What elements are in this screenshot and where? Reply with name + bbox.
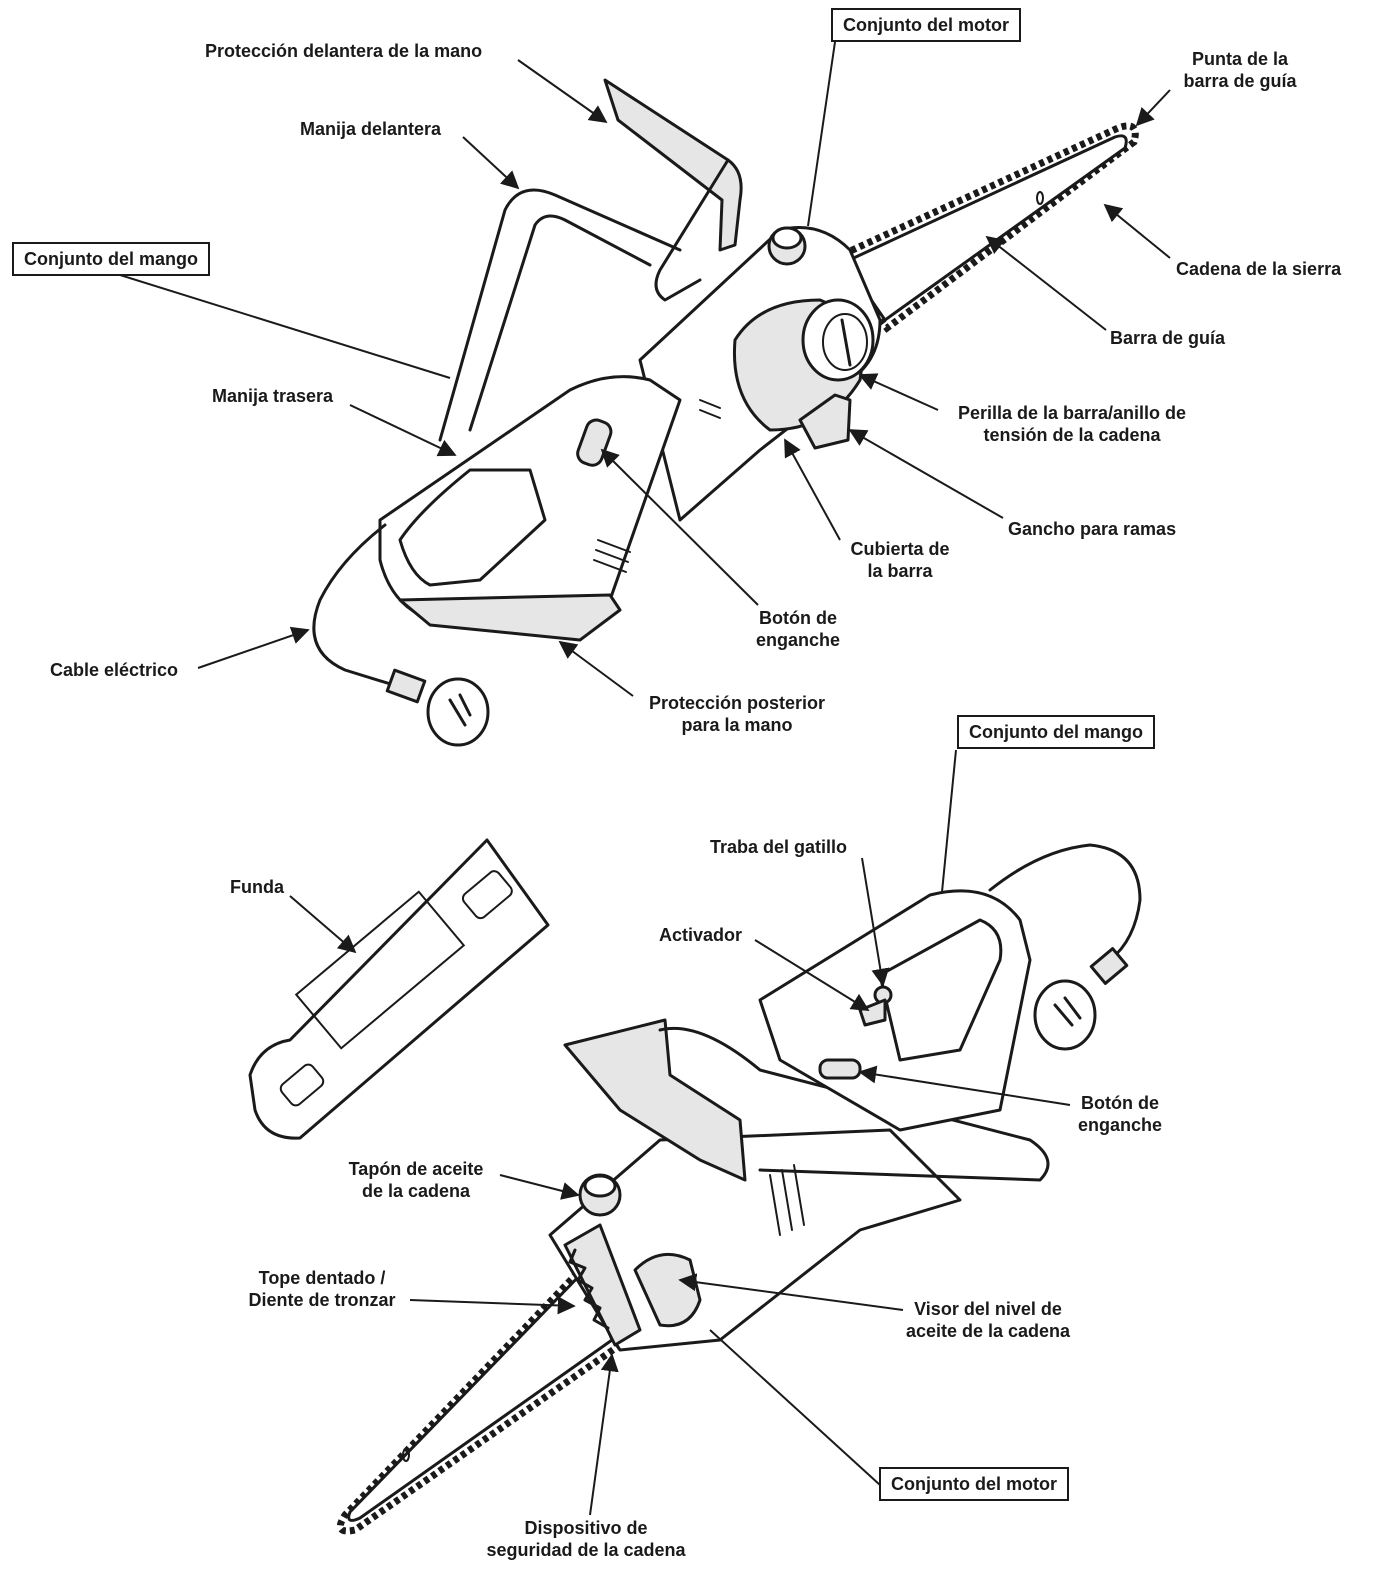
leader-dispositivo — [589, 1353, 619, 1516]
leader-cadena — [1103, 203, 1171, 259]
label-conjunto-mango-top: Conjunto del mango — [12, 242, 210, 276]
top-tension-knob — [801, 298, 875, 382]
leader-cubierta — [784, 438, 841, 541]
top-power-cord — [312, 523, 412, 692]
leader-tapon — [499, 1174, 580, 1200]
leader-manija-delantera — [462, 136, 520, 190]
leader-punta — [1135, 89, 1171, 127]
bottom-plug — [1033, 947, 1129, 1051]
leader-traba — [861, 857, 890, 987]
top-oil-cap — [767, 226, 807, 266]
leader-barra — [985, 235, 1107, 331]
leader-proteccion-delantera — [517, 59, 608, 124]
bottom-guide-bar — [336, 1253, 625, 1535]
label-cadena-sierra: Cadena de la sierra — [1176, 259, 1342, 279]
label-activador: Activador — [659, 925, 743, 945]
label-manija-delantera: Manija delantera — [300, 119, 442, 139]
label-proteccion-delantera: Protección delantera de la mano — [205, 41, 483, 61]
bottom-oil-cap — [578, 1173, 622, 1217]
bottom-front-handle — [658, 1026, 1050, 1182]
top-chainsaw-illustration — [312, 78, 1139, 747]
leader-conjunto-motor-top — [807, 41, 836, 227]
leader-cable — [197, 626, 310, 669]
leader-manija-trasera — [349, 404, 457, 457]
leader-gancho — [848, 429, 1004, 519]
label-conjunto-mango-bottom: Conjunto del mango — [957, 715, 1155, 749]
leader-tope — [409, 1296, 576, 1315]
leader-conjunto-motor-bottom — [709, 1329, 881, 1486]
label-gancho: Gancho para ramas — [1008, 519, 1177, 539]
leader-conjunto-mango-bottom — [941, 749, 957, 893]
bottom-bucking-spikes — [568, 1248, 610, 1330]
leader-activador — [754, 939, 870, 1011]
label-traba-gatillo: Traba del gatillo — [710, 837, 848, 857]
label-manija-trasera: Manija trasera — [212, 386, 334, 406]
bottom-trigger — [858, 998, 887, 1027]
top-plug — [385, 668, 490, 747]
label-funda: Funda — [230, 877, 284, 897]
leader-lines — [119, 41, 1171, 1516]
label-conjunto-motor-top: Conjunto del motor — [831, 8, 1021, 42]
top-front-hand-guard — [603, 78, 743, 252]
bottom-chainsaw-illustration — [248, 838, 1142, 1535]
label-conjunto-motor-bottom: Conjunto del motor — [879, 1467, 1069, 1501]
bottom-vents — [769, 1164, 805, 1236]
label-cable-electrico: Cable eléctrico — [50, 660, 179, 680]
label-barra-guia: Barra de guía — [1110, 328, 1226, 348]
bottom-lock-off-button — [818, 1058, 862, 1080]
leader-boton-top — [600, 448, 759, 606]
label-tope-dentado: Tope dentado /Diente de tronzar — [248, 1268, 396, 1310]
top-guide-bar — [829, 122, 1139, 333]
top-front-handle — [438, 188, 682, 442]
leader-funda — [289, 895, 357, 954]
leader-boton-bottom — [858, 1065, 1071, 1106]
sheath — [248, 838, 550, 1140]
leader-visor — [678, 1273, 904, 1311]
top-rear-hand-guard — [398, 593, 622, 642]
leader-proteccion-posterior — [558, 640, 634, 697]
top-branch-hook — [798, 393, 852, 450]
leader-perilla — [858, 373, 939, 411]
top-vents — [593, 399, 721, 573]
leader-conjunto-mango-top — [119, 274, 451, 379]
bottom-power-cord — [988, 843, 1142, 962]
